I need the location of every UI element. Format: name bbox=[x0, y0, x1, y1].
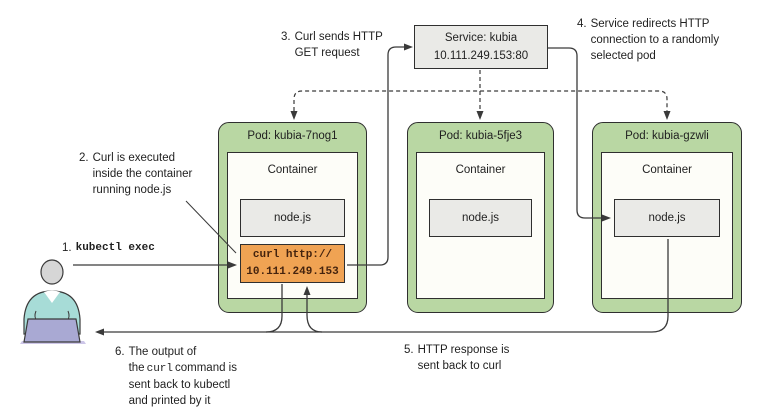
user-at-laptop-icon bbox=[20, 259, 86, 344]
container-box: Container node.js bbox=[416, 152, 545, 299]
pod-kubia-gzwli: Pod: kubia-gzwli Container node.js bbox=[592, 122, 742, 313]
container-label: Container bbox=[455, 164, 506, 176]
person-arm-right bbox=[66, 310, 70, 322]
annotation-service-redirects: 4. Service redirects HTTP connection to … bbox=[577, 16, 733, 64]
pod-kubia-5fje3: Pod: kubia-5fje3 Container node.js bbox=[407, 122, 554, 313]
annotation-text: Curl sends HTTP GET request bbox=[294, 31, 383, 59]
person-laptop bbox=[23, 318, 81, 343]
pod-title: Pod: kubia-gzwli bbox=[625, 130, 709, 142]
annotation-command: curl bbox=[146, 363, 173, 375]
nodejs-box: node.js bbox=[614, 199, 720, 237]
annotation-number: 3. bbox=[281, 31, 291, 43]
person-collar bbox=[44, 290, 60, 303]
annotation-command: kubectl exec bbox=[75, 242, 155, 254]
person-head bbox=[40, 259, 64, 285]
pod-kubia-7nog1: Pod: kubia-7nog1 Container node.js curl … bbox=[218, 122, 367, 313]
annotation-number: 4. bbox=[577, 18, 587, 30]
curl-command-line1: curl http:// bbox=[252, 249, 333, 261]
container-box: Container node.js bbox=[601, 152, 733, 299]
annotation-number: 1. bbox=[62, 242, 72, 254]
nodejs-box: node.js bbox=[429, 199, 532, 237]
laptop-shadow bbox=[20, 341, 86, 344]
annotation-text: Curl is executed inside the container ru… bbox=[92, 152, 193, 196]
container-label: Container bbox=[642, 164, 692, 176]
nodejs-box: node.js bbox=[240, 199, 345, 237]
annotation-kubectl-exec: 1. kubectl exec bbox=[62, 240, 155, 256]
service-box: Service: kubia 10.111.249.153:80 bbox=[414, 25, 548, 69]
annotation-text-before: The output of the bbox=[128, 346, 197, 374]
annotation-curl-sends-get: 3. Curl sends HTTP GET request bbox=[281, 29, 395, 61]
annotation-text-after: command is sent back to kubectl and prin… bbox=[128, 362, 237, 407]
pod-title: Pod: kubia-7nog1 bbox=[247, 130, 338, 142]
annotation-text: HTTP response is sent back to curl bbox=[417, 344, 510, 372]
container-label: Container bbox=[267, 164, 318, 176]
annotation-number: 6. bbox=[115, 346, 125, 358]
person-arm-left bbox=[34, 310, 38, 322]
arrow-kubectl-exec bbox=[73, 261, 237, 269]
curl-command-line2: 10.111.249.153 bbox=[246, 266, 339, 278]
annotation-text: Service redirects HTTP connection to a r… bbox=[590, 18, 720, 62]
annotation-curl-executed: 2. Curl is executed inside the container… bbox=[79, 150, 205, 198]
service-name: Service: kubia bbox=[444, 32, 518, 44]
arrow-response-and-output bbox=[95, 239, 669, 336]
annotation-number: 2. bbox=[79, 152, 89, 164]
person-body bbox=[23, 290, 81, 335]
annotation-number: 5. bbox=[404, 344, 414, 356]
container-box: Container node.js curl http:// 10.111.24… bbox=[227, 152, 358, 299]
pod-title: Pod: kubia-5fje3 bbox=[438, 130, 523, 142]
dashed-arrows-service-to-pods bbox=[290, 70, 671, 120]
annotation-http-response: 5. HTTP response is sent back to curl bbox=[404, 342, 524, 374]
service-address: 10.111.249.153:80 bbox=[433, 50, 529, 62]
curl-command-box: curl http:// 10.111.249.153 bbox=[240, 244, 345, 283]
